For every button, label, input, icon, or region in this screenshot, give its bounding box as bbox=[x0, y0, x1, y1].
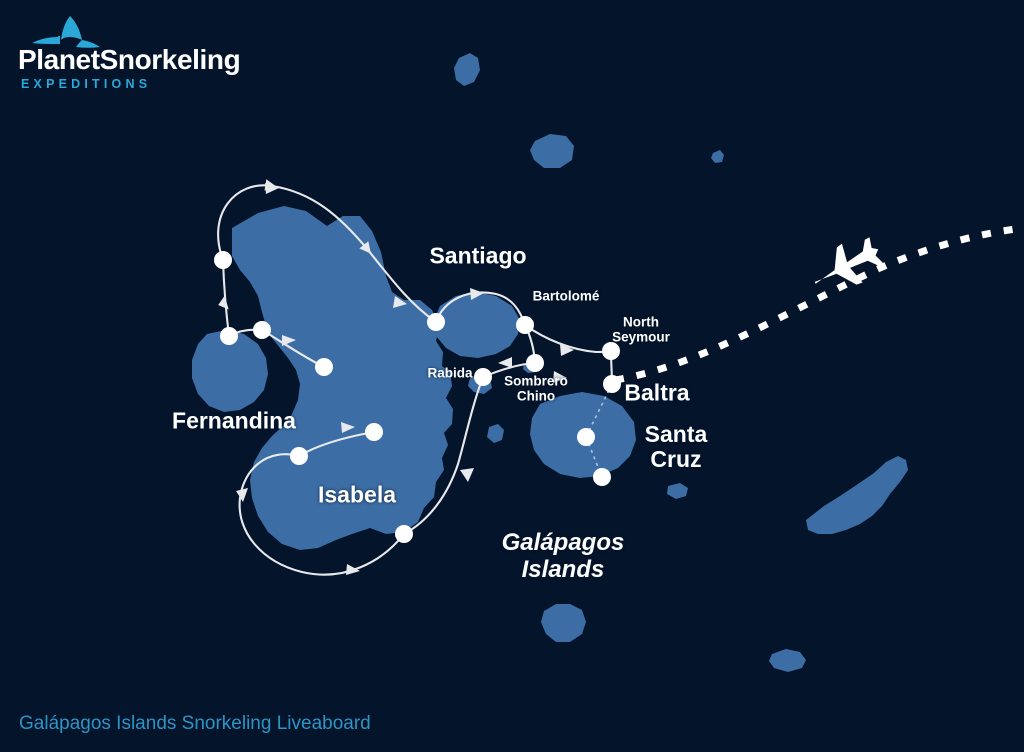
waypoint-sombrero-chino[interactable] bbox=[526, 354, 544, 372]
site-label-bartolomé: Bartolomé bbox=[532, 288, 600, 304]
island-floreana bbox=[541, 604, 586, 642]
island-pinzon bbox=[487, 424, 504, 443]
waypoint-isabela-west-coast[interactable] bbox=[290, 447, 308, 465]
arrow-isabela-east-up bbox=[460, 468, 474, 482]
logo-tagline: EXPEDITIONS bbox=[21, 77, 152, 91]
airplane-icon bbox=[814, 237, 884, 285]
route-isabela-west-arc bbox=[238, 453, 406, 576]
island-santiago bbox=[434, 292, 520, 358]
island-fernandina bbox=[192, 330, 268, 412]
island-label-isabela: Isabela bbox=[318, 481, 396, 508]
arrow-north-isabela bbox=[265, 183, 279, 194]
site-label-rabida: Rabida bbox=[427, 365, 473, 381]
logo-wordmark: PlanetSnorkeling bbox=[18, 44, 241, 75]
waypoint-north-seymour[interactable] bbox=[602, 342, 620, 360]
waypoint-santa-cruz-south[interactable] bbox=[593, 468, 611, 486]
island-espanola bbox=[769, 649, 806, 672]
arrow-baltra-in bbox=[553, 371, 567, 383]
waypoint-west-isabela-south[interactable] bbox=[315, 358, 333, 376]
waypoint-fernandina-east[interactable] bbox=[220, 327, 238, 345]
waypoint-west-isabela-north[interactable] bbox=[253, 321, 271, 339]
route-isabela-east-up bbox=[402, 375, 485, 536]
waypoint-isabela-southeast[interactable] bbox=[395, 525, 413, 543]
arrow-santiago-approach bbox=[393, 296, 407, 308]
route-north-isabela-to-santiago bbox=[217, 179, 438, 324]
arrow-santiago-north bbox=[470, 288, 484, 300]
arrow-isabela-westcoast bbox=[236, 488, 248, 502]
arrow-fernandina-east bbox=[282, 335, 296, 346]
waypoint-north-isabela[interactable] bbox=[214, 251, 232, 269]
waypoint-isabela-mid[interactable] bbox=[365, 423, 383, 441]
flight-path-line bbox=[614, 224, 1024, 384]
waypoint-santiago-west[interactable] bbox=[427, 313, 445, 331]
island-genovesa bbox=[454, 53, 480, 86]
waypoint-bartolome[interactable] bbox=[516, 316, 534, 334]
manta-ray-sail-icon bbox=[32, 16, 100, 48]
flight-path-layer bbox=[614, 224, 1024, 384]
island-pinta bbox=[711, 150, 724, 163]
route-arrow-layer bbox=[218, 183, 574, 575]
arrow-seymour-east bbox=[560, 344, 574, 356]
waypoint-santa-cruz-center[interactable] bbox=[577, 428, 595, 446]
island-label-fernandina: Fernandina bbox=[172, 407, 296, 434]
island-santa-fe bbox=[667, 483, 688, 499]
island-san-cristobal bbox=[806, 456, 908, 534]
island-marchena bbox=[530, 134, 574, 168]
route-santiago-bartolome bbox=[434, 291, 527, 327]
arrow-isabela-south bbox=[346, 564, 360, 575]
waypoint-rabida[interactable] bbox=[474, 368, 492, 386]
map-caption: Galápagos Islands Snorkeling Liveaboard bbox=[19, 713, 371, 734]
island-label-baltra: Baltra bbox=[624, 379, 690, 406]
arrow-isabela-west-down bbox=[218, 295, 229, 310]
waypoint-baltra[interactable] bbox=[603, 375, 621, 393]
island-isabela bbox=[232, 206, 453, 550]
arrow-rabida-west bbox=[498, 357, 512, 368]
island-label-santiago: Santiago bbox=[429, 242, 527, 269]
brand-logo[interactable]: PlanetSnorkeling EXPEDITIONS bbox=[18, 14, 278, 100]
arrow-isabela-mid bbox=[341, 422, 355, 433]
